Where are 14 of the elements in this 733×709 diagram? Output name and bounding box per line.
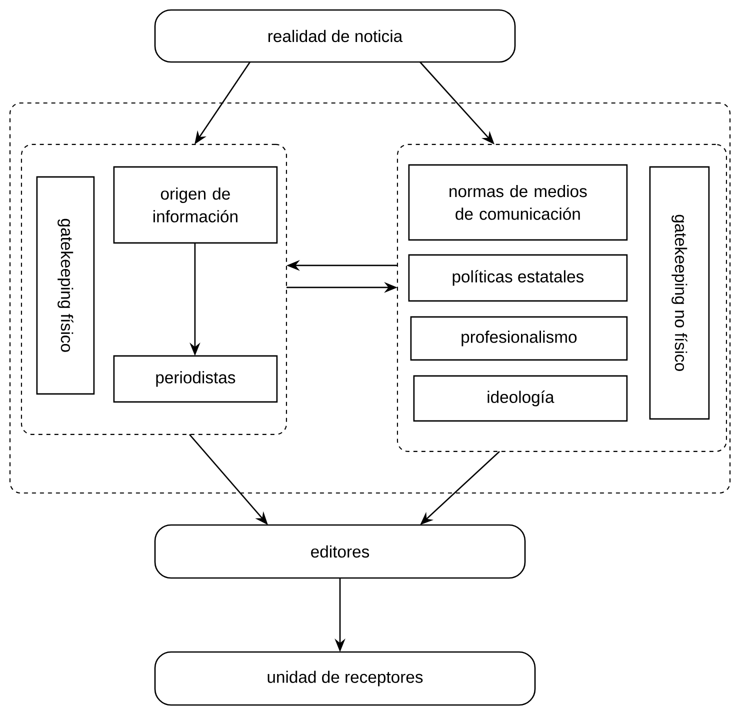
terminal-box: editores <box>154 524 526 579</box>
vertical-label-box: gatekeeping no físico <box>649 166 710 420</box>
process-box: normas de medios de comunicación <box>408 164 628 241</box>
process-box: profesionalismo <box>410 316 628 361</box>
vertical-label-box: gatekeeping físico <box>36 176 95 395</box>
terminal-box: unidad de receptores <box>154 651 536 706</box>
process-box: periodistas <box>113 355 278 403</box>
dashed-group-frame <box>9 102 731 494</box>
process-box: ideología <box>413 375 628 422</box>
dashed-group-frame <box>396 144 727 452</box>
process-box: origen de información <box>113 166 278 244</box>
process-box: políticas estatales <box>408 254 628 302</box>
terminal-box: realidad de noticia <box>154 9 516 63</box>
dashed-group-frame <box>20 144 287 435</box>
